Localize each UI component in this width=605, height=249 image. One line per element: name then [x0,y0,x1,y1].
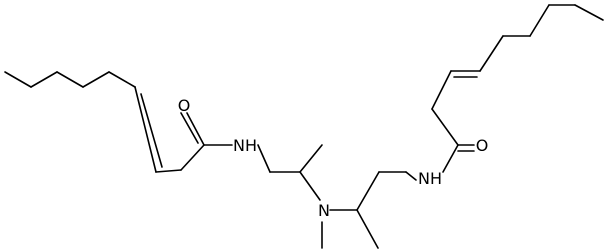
atom-labels: O NH N NH O [178,96,489,220]
bond [405,171,417,181]
bond [479,35,504,72]
bond [431,70,452,110]
amide-nh-label-left: NH [233,136,257,155]
right-acyl-chain [431,4,604,173]
amine-n-label: N [318,201,330,220]
bond [356,171,380,211]
bond [180,144,205,171]
bond [4,71,32,88]
bond [529,4,550,37]
carbonyl-bond-inner [180,112,199,144]
oxygen-label-left: O [178,96,191,115]
double-bond [134,86,157,173]
bond [257,144,271,173]
carbonyl-bond [186,112,205,146]
bond [574,4,604,21]
oxygen-label-right: O [476,136,489,155]
bond [299,144,323,173]
bond [356,209,379,249]
bond [108,71,136,88]
bond [30,71,58,88]
diamine-backbone [257,144,417,249]
bond [442,144,459,173]
amide-nh-label-right: NH [418,169,442,188]
double-bond-inner [140,93,163,168]
bond [56,71,84,88]
left-acyl-chain [4,71,233,173]
bond [431,108,459,146]
bond [82,71,110,88]
bond [155,169,182,173]
bond [299,171,321,201]
